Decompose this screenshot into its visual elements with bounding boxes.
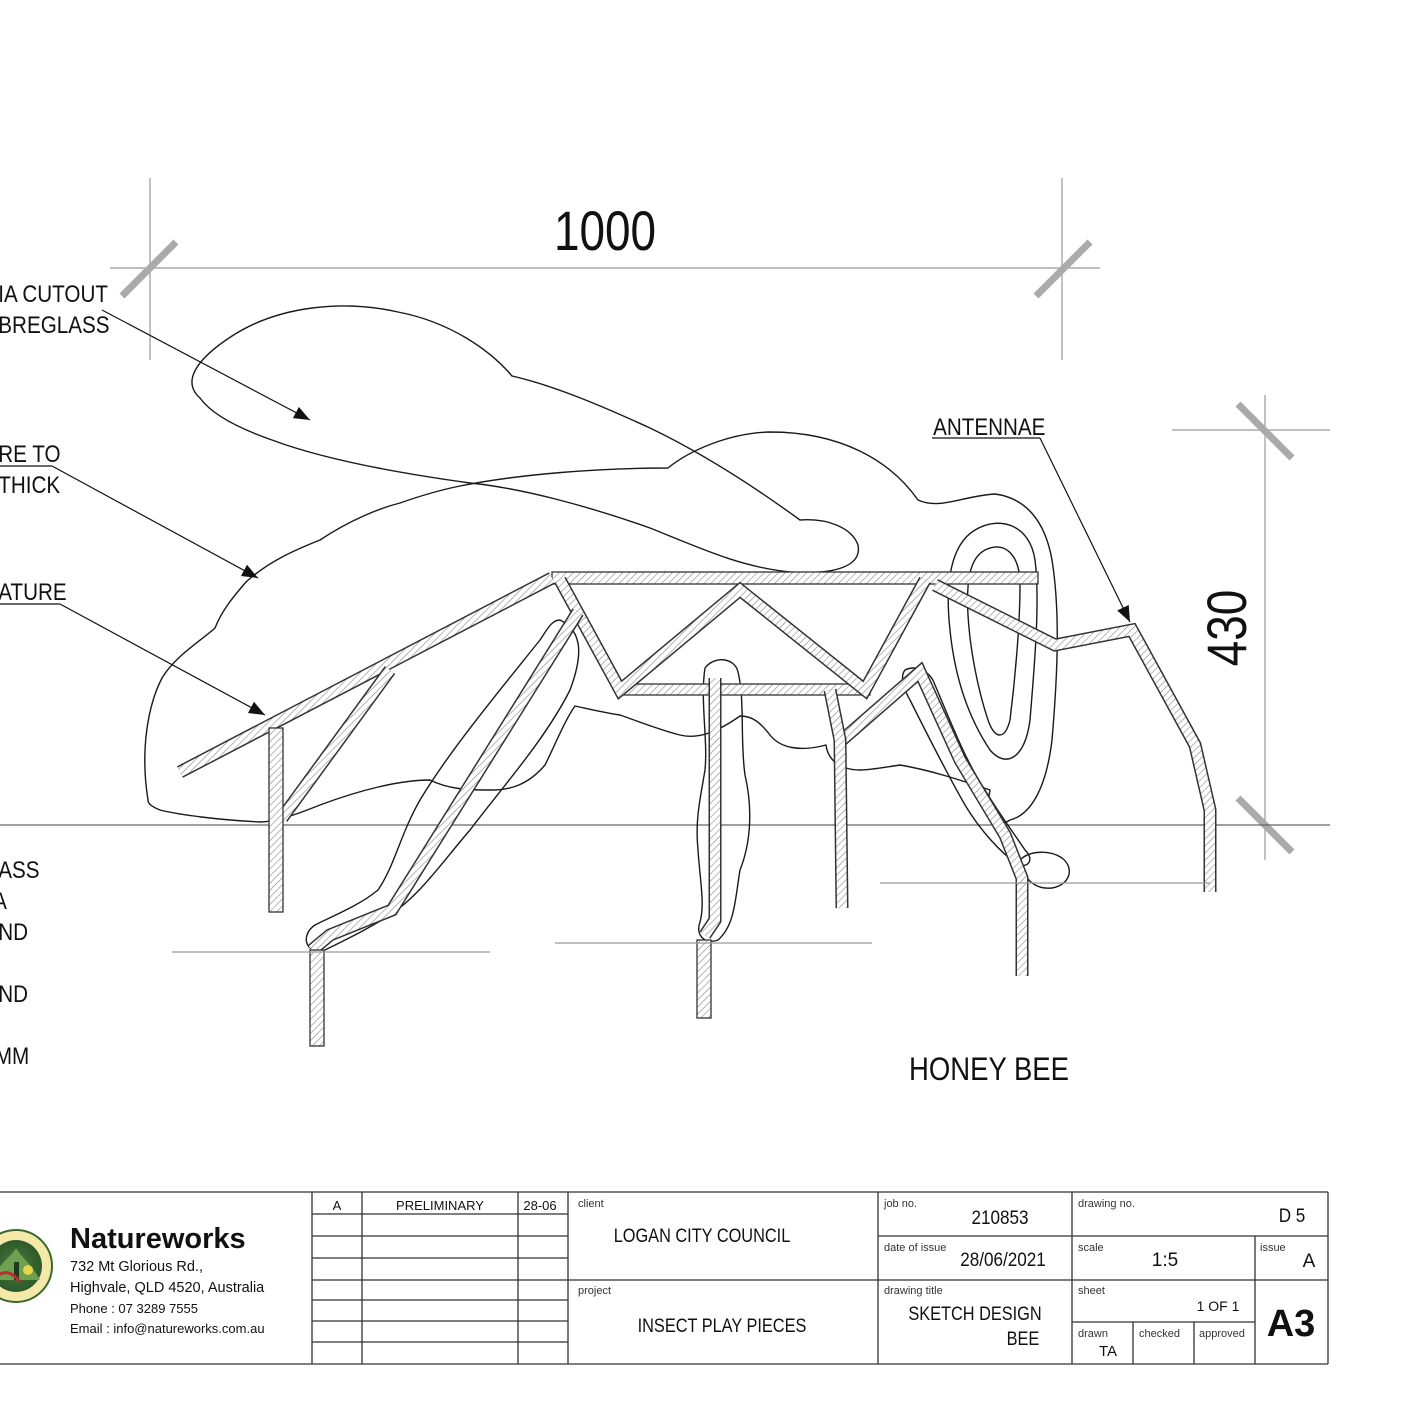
drawing-title-line2: BEE [1007,1328,1040,1349]
truss-zigzag [554,576,931,701]
front-leg-outline [901,667,1031,867]
sheet-label: sheet [1078,1285,1105,1297]
drawing-title-line1: SKETCH DESIGN [908,1303,1041,1324]
callout-thickness: RE TO THICK [0,441,259,579]
callout-cutout-line1: IA CUTOUT [0,281,108,308]
rear-diagonal-bar [176,572,556,778]
width-dimension: 1000 [110,178,1100,360]
middle-leg-bar [699,678,722,939]
company-phone: Phone : 07 3289 7555 [70,1301,198,1316]
company-logo [0,1229,53,1303]
left-note-3: ND [0,919,28,946]
company-name: Natureworks [70,1223,246,1255]
rear-leg-bar [307,608,584,955]
client-value: LOGAN CITY COUNCIL [614,1225,791,1246]
callout-thickness-line2: THICK [0,472,60,499]
left-note-5: MM [0,1043,29,1070]
top-beam [551,571,1039,585]
front-leg-bar [837,661,1029,976]
wing-outline [191,305,860,574]
middle-front-leg-bar [823,688,849,909]
middle-leg-outline [696,659,751,942]
antenna-bar [932,579,1217,892]
head-loop-outer [947,522,1038,760]
issue-value: A [1303,1251,1316,1272]
left-note-2: A [0,888,7,915]
client-label: client [578,1198,604,1210]
issue-label: issue [1260,1242,1286,1254]
left-notes: ASS A ND ND MM [0,857,40,1070]
left-note-4: ND [0,981,28,1008]
front-foot-outline [1019,851,1070,889]
callout-antennae: ANTENNAE [932,414,1131,623]
left-note-1: ASS [0,857,40,884]
company-email: Email : info@natureworks.com.au [70,1321,265,1336]
drawing-no-value: D 5 [1279,1205,1306,1226]
project-value: INSECT PLAY PIECES [638,1315,807,1336]
date-of-issue-label: date of issue [884,1242,946,1254]
approved-label: approved [1199,1328,1245,1340]
paper-size: A3 [1267,1303,1316,1345]
post-rear-leg [309,949,325,1047]
armature [176,571,1217,1047]
width-dimension-label: 1000 [554,200,656,262]
drawing-no-label: drawing no. [1078,1198,1135,1210]
project-label: project [578,1285,611,1297]
drawing-caption: HONEY BEE [909,1052,1069,1087]
revision-description: PRELIMINARY [396,1198,484,1213]
drawn-value: TA [1099,1343,1117,1360]
callout-thickness-line1: RE TO [0,441,61,468]
sheet-value: 1 OF 1 [1197,1298,1240,1314]
scale-value: 1:5 [1152,1250,1178,1271]
date-of-issue-value: 28/06/2021 [960,1249,1046,1270]
scale-label: scale [1078,1242,1104,1254]
company-address-line2: Highvale, QLD 4520, Australia [70,1280,265,1296]
callout-cutout-line2: BREGLASS [0,312,110,339]
height-dimension-label: 430 [1196,590,1258,667]
job-no-value: 210853 [971,1207,1028,1228]
callout-armature-line1: ATURE [0,579,67,606]
height-dimension: 430 [1172,395,1330,860]
post-middle-leg [696,939,712,1019]
checked-label: checked [1139,1328,1180,1340]
title-block: Natureworks 732 Mt Glorious Rd., Highval… [0,1191,1329,1365]
callout-antennae-label: ANTENNAE [933,414,1045,441]
revision-date: 28-06 [523,1198,556,1213]
post-rear [268,727,284,913]
revision-letter: A [333,1198,342,1213]
callout-cutout: IA CUTOUT BREGLASS [0,281,311,421]
abdomen-outline [144,431,1058,824]
job-no-label: job no. [883,1198,917,1210]
callout-armature: ATURE [0,579,266,716]
company-address-line1: 732 Mt Glorious Rd., [70,1259,203,1275]
drawn-label: drawn [1078,1328,1108,1340]
drawing-title-label: drawing title [884,1285,943,1297]
rear-brace-bar [276,666,396,822]
